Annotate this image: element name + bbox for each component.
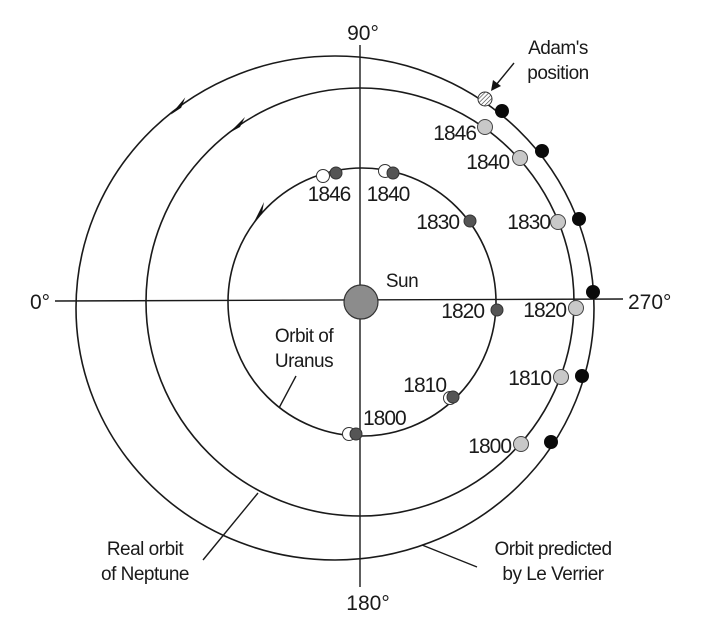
direction-arrow-icon	[254, 202, 264, 222]
neptune-dot	[477, 119, 493, 135]
neptune-dot	[553, 369, 569, 385]
neptune-dot	[568, 300, 584, 316]
neptune-label-leader	[202, 492, 259, 561]
adams-position-dot	[477, 91, 493, 107]
uranus-dot	[349, 427, 363, 441]
uranus-year-label: 1840	[367, 183, 410, 206]
neptune-dot	[512, 150, 528, 166]
le-verrier-dot	[535, 144, 549, 158]
axis-label-0: 0°	[30, 291, 50, 314]
uranus-dot	[490, 303, 504, 317]
adams-arrow	[495, 62, 515, 86]
neptune-orbit-label-line2: of Neptune	[101, 564, 189, 585]
axis-label-270: 270°	[628, 291, 671, 314]
arrowhead-icon	[491, 80, 501, 91]
direction-arrow-icon	[229, 117, 245, 133]
axis-label-90: 90°	[347, 22, 379, 45]
uranus-year-label: 1800	[363, 407, 406, 430]
uranus-dot	[386, 166, 400, 180]
adams-label-line2: position	[527, 63, 589, 84]
le-verrier-dot	[572, 212, 586, 226]
uranus-year-label: 1820	[441, 300, 484, 323]
horizontal-axis	[54, 298, 624, 302]
uranus-expected-dot	[316, 169, 330, 183]
uranus-orbit-label-line1: Orbit of	[275, 326, 335, 347]
adams-label-line1: Adam's	[528, 38, 588, 59]
uranus-year-label: 1810	[403, 374, 446, 397]
sun-label: Sun	[386, 271, 418, 292]
direction-arrow-icon	[170, 97, 186, 115]
uranus-positions	[316, 164, 504, 441]
neptune-year-label: 1830	[507, 211, 550, 234]
uranus-year-label: 1830	[416, 211, 459, 234]
le-verrier-positions	[495, 104, 600, 449]
uranus-dot	[446, 390, 460, 404]
axis-label-180: 180°	[346, 592, 389, 615]
neptune-positions	[477, 119, 584, 452]
le-verrier-label-line2: by Le Verrier	[502, 564, 604, 585]
neptune-orbit-label-line1: Real orbit	[107, 539, 185, 560]
sun	[343, 284, 379, 320]
neptune-year-label: 1840	[466, 151, 509, 174]
uranus-dot	[463, 214, 477, 228]
neptune-year-label: 1820	[523, 299, 566, 322]
uranus-label-leader	[278, 375, 297, 409]
le-verrier-label-leader	[421, 544, 478, 568]
uranus-orbit-label-line2: Uranus	[275, 351, 333, 372]
uranus-year-label: 1846	[308, 183, 351, 206]
neptune-year-label: 1810	[508, 367, 551, 390]
le-verrier-orbit	[75, 55, 595, 561]
neptune-dot	[513, 436, 529, 452]
le-verrier-dot	[544, 435, 558, 449]
le-verrier-dot	[495, 104, 509, 118]
neptune-year-label: 1800	[468, 435, 511, 458]
uranus-dot	[329, 166, 343, 180]
neptune-year-label: 1846	[433, 122, 476, 145]
le-verrier-dot	[575, 369, 589, 383]
le-verrier-dot	[586, 285, 600, 299]
neptune-dot	[550, 214, 566, 230]
le-verrier-label-line1: Orbit predicted	[494, 539, 611, 560]
